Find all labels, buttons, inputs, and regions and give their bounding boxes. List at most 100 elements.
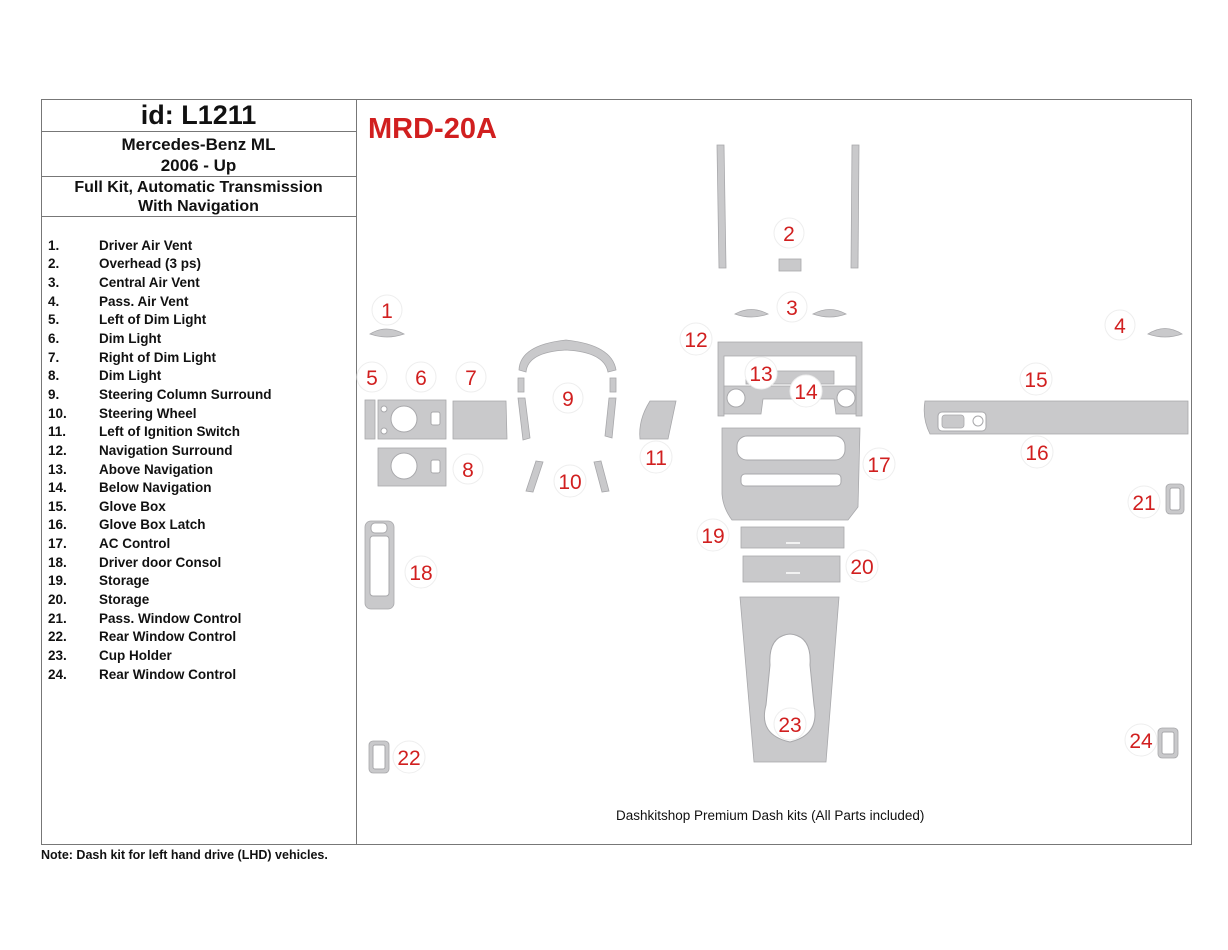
part-overhead-right-strip xyxy=(850,144,860,269)
label-14: 14 xyxy=(789,374,823,408)
list-item: 2.Overhead (3 ps) xyxy=(48,256,202,272)
label-13: 13 xyxy=(744,356,778,390)
list-item: 20.Storage xyxy=(48,591,150,607)
part-left-of-dim-light xyxy=(364,399,376,440)
svg-text:23: 23 xyxy=(778,714,801,737)
parts-list: 1.Driver Air Vent 2.Overhead (3 ps) 3.Ce… xyxy=(48,236,353,683)
list-item: 23.Cup Holder xyxy=(48,647,172,663)
label-10: 10 xyxy=(553,464,587,498)
list-item: 6.Dim Light xyxy=(48,331,162,347)
label-11: 11 xyxy=(639,440,673,474)
part-steering-column-surround-lower-left xyxy=(517,397,531,441)
part-glove-box xyxy=(923,400,1189,435)
part-steering-column-surround-top xyxy=(518,339,617,373)
label-4: 4 xyxy=(1104,309,1136,341)
svg-text:7: 7 xyxy=(465,367,477,390)
label-15: 15 xyxy=(1019,362,1053,396)
svg-text:4: 4 xyxy=(1114,315,1126,338)
label-9: 9 xyxy=(552,382,584,414)
kit-option: With Navigation xyxy=(138,198,259,215)
kit-type: Full Kit, Automatic Transmission xyxy=(74,179,323,196)
part-glove-box-latch xyxy=(941,414,965,429)
svg-text:8: 8 xyxy=(462,459,474,482)
label-24: 24 xyxy=(1124,723,1158,757)
list-item: 24.Rear Window Control xyxy=(48,666,237,682)
svg-text:5: 5 xyxy=(366,367,378,390)
list-item: 4.Pass. Air Vent xyxy=(48,293,189,309)
part-steering-column-surround-lower-right xyxy=(604,397,617,439)
part-central-air-vent-left xyxy=(734,309,769,318)
part-storage-lower xyxy=(742,555,841,583)
list-item: 18.Driver door Consol xyxy=(48,554,222,570)
list-item: 9.Steering Column Surround xyxy=(48,386,272,402)
list-item: 17.AC Control xyxy=(48,536,171,552)
list-item: 10.Steering Wheel xyxy=(48,405,197,421)
svg-text:15: 15 xyxy=(1024,369,1047,392)
list-item: 1.Driver Air Vent xyxy=(48,237,193,253)
list-item: 5.Left of Dim Light xyxy=(48,312,207,328)
part-right-of-dim-light xyxy=(452,400,508,440)
svg-text:18: 18 xyxy=(409,562,432,585)
svg-text:14: 14 xyxy=(794,381,818,404)
label-18: 18 xyxy=(404,555,438,589)
part-storage-upper xyxy=(740,526,845,549)
svg-text:20: 20 xyxy=(850,556,873,579)
svg-text:24: 24 xyxy=(1129,730,1153,753)
svg-text:9: 9 xyxy=(562,388,574,411)
label-21: 21 xyxy=(1127,485,1161,519)
part-pass-air-vent xyxy=(1147,328,1183,338)
svg-text:1: 1 xyxy=(381,300,393,323)
svg-text:6: 6 xyxy=(415,367,427,390)
label-16: 16 xyxy=(1020,435,1054,469)
svg-text:3: 3 xyxy=(786,297,798,320)
list-item: 15.Glove Box xyxy=(48,498,166,514)
label-3: 3 xyxy=(776,291,808,323)
part-steering-column-surround-right xyxy=(609,377,617,393)
list-item: 7.Right of Dim Light xyxy=(48,349,216,365)
svg-text:11: 11 xyxy=(645,447,667,470)
list-item: 14.Below Navigation xyxy=(48,480,212,496)
svg-text:2: 2 xyxy=(783,223,795,246)
list-item: 11.Left of Ignition Switch xyxy=(48,424,240,440)
label-17: 17 xyxy=(862,447,896,481)
list-item: 8.Dim Light xyxy=(48,368,162,384)
diagram-frame xyxy=(41,99,1192,845)
parts-legend-panel: id: L1211 Mercedes-Benz ML 2006 - Up Ful… xyxy=(41,99,357,845)
vehicle-title: Mercedes-Benz ML 2006 - Up xyxy=(41,132,356,177)
list-item: 22.Rear Window Control xyxy=(48,629,237,645)
label-8: 8 xyxy=(452,453,484,485)
list-item: 21.Pass. Window Control xyxy=(48,610,242,626)
svg-text:13: 13 xyxy=(749,363,772,386)
part-overhead-center xyxy=(778,258,802,272)
label-6: 6 xyxy=(405,361,437,393)
vehicle-years: 2006 - Up xyxy=(160,156,237,175)
diagram-footer: Dashkitshop Premium Dash kits (All Parts… xyxy=(616,808,925,823)
lhd-note: Note: Dash kit for left hand drive (LHD)… xyxy=(41,848,328,862)
label-7: 7 xyxy=(455,361,487,393)
label-12: 12 xyxy=(679,322,713,356)
svg-text:17: 17 xyxy=(867,454,890,477)
label-19: 19 xyxy=(696,518,730,552)
part-left-of-ignition-switch xyxy=(639,400,677,440)
part-navigation-surround xyxy=(717,341,863,417)
part-driver-air-vent xyxy=(369,328,405,338)
kit-id: id: L1211 xyxy=(41,99,356,132)
part-steering-column-surround-left xyxy=(517,377,525,393)
part-below-navigation xyxy=(723,385,857,415)
svg-text:16: 16 xyxy=(1025,442,1048,465)
list-item: 19.Storage xyxy=(48,573,150,589)
part-steering-wheel-left xyxy=(525,460,544,493)
svg-text:19: 19 xyxy=(701,525,724,548)
label-1: 1 xyxy=(371,294,403,326)
label-22: 22 xyxy=(392,740,426,774)
svg-text:21: 21 xyxy=(1132,492,1155,515)
svg-text:12: 12 xyxy=(684,329,707,352)
kit-description: Full Kit, Automatic Transmission With Na… xyxy=(41,177,356,217)
part-central-air-vent-right xyxy=(812,309,847,318)
list-item: 13.Above Navigation xyxy=(48,461,214,477)
list-item: 3.Central Air Vent xyxy=(48,275,200,291)
label-23: 23 xyxy=(773,707,807,741)
model-code: MRD-20A xyxy=(368,113,497,145)
label-2: 2 xyxy=(773,217,805,249)
